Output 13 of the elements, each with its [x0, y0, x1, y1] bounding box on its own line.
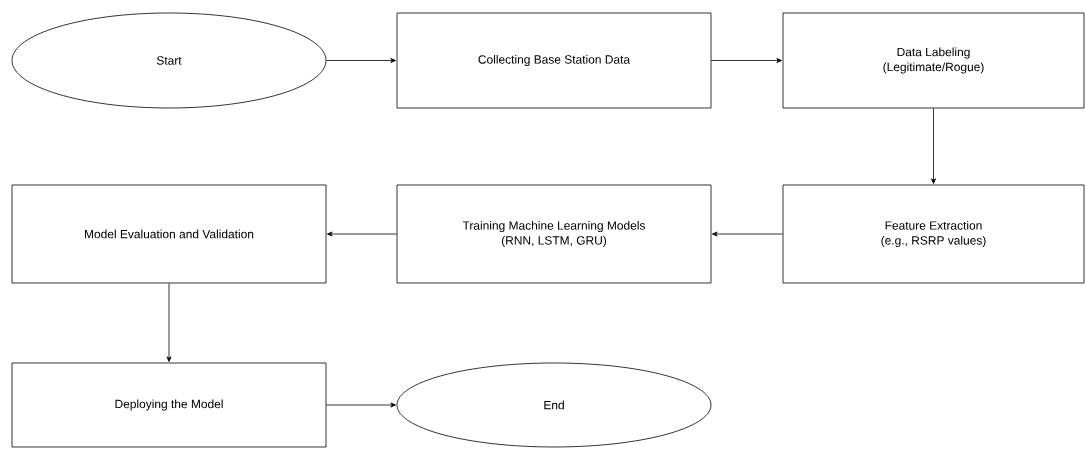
process-box: Feature Extraction (e.g., RSRP values) [782, 184, 1085, 284]
process-box: Model Evaluation and Validation [11, 184, 327, 284]
arrow [931, 108, 936, 184]
arrow [166, 283, 172, 362]
arrow [712, 231, 783, 237]
arrow [326, 402, 396, 408]
process-box: Training Machine Learning Models (RNN, LSTM, GRU) [396, 184, 712, 284]
arrow [326, 58, 396, 63]
process-box: Collecting Base Station Data [396, 12, 712, 109]
arrow [327, 231, 397, 237]
arrow [711, 58, 782, 63]
process-box: Deploying the Model [11, 362, 327, 448]
process-box: Data Labeling (Legitimate/Rogue) [782, 12, 1085, 109]
